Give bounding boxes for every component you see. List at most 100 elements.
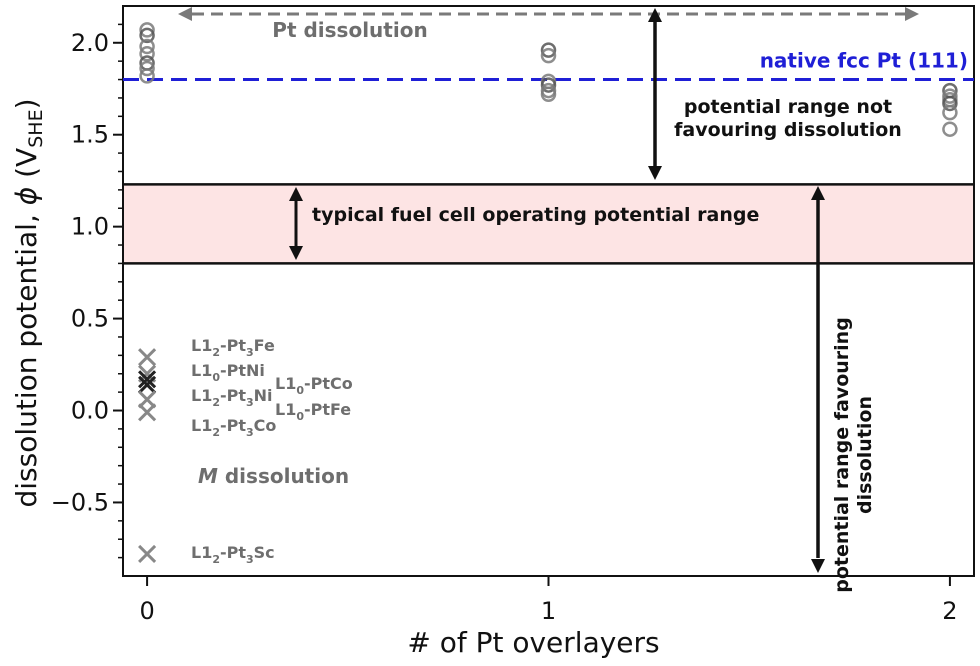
y-tick-label: 0.5 <box>71 305 109 333</box>
m-point-label: L10-PtNi <box>191 361 265 384</box>
m-point-label: L12-Pt3Ni <box>191 386 273 409</box>
label-rest: -Pt <box>220 336 246 355</box>
y-axis-title-unit-sub: SHE <box>25 109 47 147</box>
y-axis-title-prefix: dissolution potential, <box>10 205 43 507</box>
pt-dissolution-point <box>942 121 958 137</box>
arrowhead <box>289 187 303 201</box>
label-rest: -Pt <box>220 386 246 405</box>
label-sub: 2 <box>212 553 220 566</box>
label-sub2: 3 <box>246 346 254 359</box>
label-main: L1 <box>191 361 212 380</box>
line: favouring dissolution <box>674 119 902 141</box>
label-main: L1 <box>275 374 296 393</box>
label-main: L1 <box>191 336 212 355</box>
axes-layer: −0.5 0.0 0.5 1.0 1.5 2.0 0 1 2 # of Pt overlayers… <box>10 5 975 659</box>
pt-dissolution-point <box>942 95 958 112</box>
x-tick-label: 1 <box>541 597 556 625</box>
label-main: L1 <box>275 400 296 419</box>
m-dissolution-point <box>138 403 157 422</box>
y-axis-title-unit-close: ) <box>10 98 43 109</box>
label-sub: 0 <box>296 384 304 397</box>
annotations-layer: native fcc Pt (111)L12-Pt3FeL10-PtNiL10-… <box>178 7 968 593</box>
x-tick-label: 0 <box>139 597 154 625</box>
pt-dissolution-point <box>942 104 958 121</box>
y-axis-title: dissolution potential, ϕ (VSHE) <box>10 98 47 507</box>
pt-dissolution-point <box>139 46 155 62</box>
cross-stroke <box>138 544 157 563</box>
label-sub2: 3 <box>246 426 254 439</box>
arrowhead <box>811 186 825 200</box>
m-rest: dissolution <box>218 464 349 488</box>
y-tick-label: −0.5 <box>51 488 109 516</box>
label-rest: -Pt <box>220 416 246 435</box>
y-tick-label: 2.0 <box>71 29 109 57</box>
label-main: L1 <box>191 386 212 405</box>
m-dissolution-point <box>138 348 157 367</box>
label-sub: 2 <box>212 396 220 409</box>
label-sub2: 3 <box>246 396 254 409</box>
arrowhead <box>178 7 192 21</box>
cross-stroke <box>138 390 157 409</box>
label-rest: -PtFe <box>304 400 351 419</box>
x-tick-label: 2 <box>942 597 957 625</box>
arrowhead <box>648 8 662 22</box>
pt-dissolution-point <box>139 38 155 55</box>
arrowhead <box>289 246 303 260</box>
m-point-label: L12-Pt3Co <box>191 416 276 439</box>
arrowhead <box>905 7 919 21</box>
line: potential range not <box>684 96 892 118</box>
m-point-label: L12-Pt3Fe <box>191 336 275 359</box>
m-dissolution-point <box>138 390 157 409</box>
y-tick-label: 0.0 <box>71 397 109 425</box>
label-tail: Fe <box>254 336 275 355</box>
label-rest: -Pt <box>220 543 246 562</box>
line: potential range favouring <box>831 317 853 593</box>
label-main: L1 <box>191 416 212 435</box>
label-tail: Co <box>254 416 277 435</box>
label-rest: -PtCo <box>304 374 353 393</box>
operating-band <box>123 184 974 264</box>
pt-dissolution-point <box>540 86 557 103</box>
label-main: L1 <box>191 543 212 562</box>
favouring-arrow <box>811 186 825 573</box>
m-dissolution-point <box>138 375 157 394</box>
pt-dissolution-point <box>139 22 155 38</box>
m-point-label: L12-Pt3Sc <box>191 543 275 566</box>
pt-dissolution-point <box>139 27 155 44</box>
pt-dissolution-arrow <box>178 7 919 21</box>
cross-stroke <box>138 370 157 389</box>
m-dissolution-point <box>138 544 157 563</box>
label-sub: 2 <box>212 426 220 439</box>
cross-stroke <box>138 348 157 367</box>
cross-stroke <box>138 403 157 422</box>
x-axis-title: # of Pt overlayers <box>407 626 659 659</box>
y-tick-label: 1.5 <box>71 121 109 149</box>
arrowhead <box>811 559 825 573</box>
label-tail: Sc <box>254 543 275 562</box>
pt-dissolution-point <box>540 42 557 58</box>
pt-dissolution-point <box>540 77 557 93</box>
y-axis-title-unit-open: (V <box>10 148 43 187</box>
m-point-label: L10-PtFe <box>275 400 351 423</box>
line: dissolution <box>854 396 876 514</box>
m-symbol: M <box>198 464 218 488</box>
operating-band-layer <box>123 183 974 265</box>
cross-stroke <box>138 375 157 394</box>
m-dissolution-point <box>138 370 157 389</box>
y-tick-label: 1.0 <box>71 213 109 241</box>
arrowhead <box>648 166 662 180</box>
label-rest: -PtNi <box>220 361 265 380</box>
label-sub: 0 <box>296 410 304 423</box>
m-point-label: L10-PtCo <box>275 374 353 397</box>
pt-dissolution-label: Pt dissolution <box>272 18 427 42</box>
markers-layer <box>123 22 974 563</box>
pt-dissolution-point <box>139 60 155 77</box>
favouring-label: potential range favouringdissolution <box>831 317 876 593</box>
pt-dissolution-point <box>139 68 155 84</box>
not-favouring-arrow <box>648 8 662 180</box>
label-sub: 0 <box>212 371 220 384</box>
pt-dissolution-point <box>540 47 557 64</box>
y-axis-title-symbol: ϕ <box>10 187 43 205</box>
label-sub: 2 <box>212 346 220 359</box>
operating-band-label: typical fuel cell operating potential ra… <box>312 204 759 226</box>
